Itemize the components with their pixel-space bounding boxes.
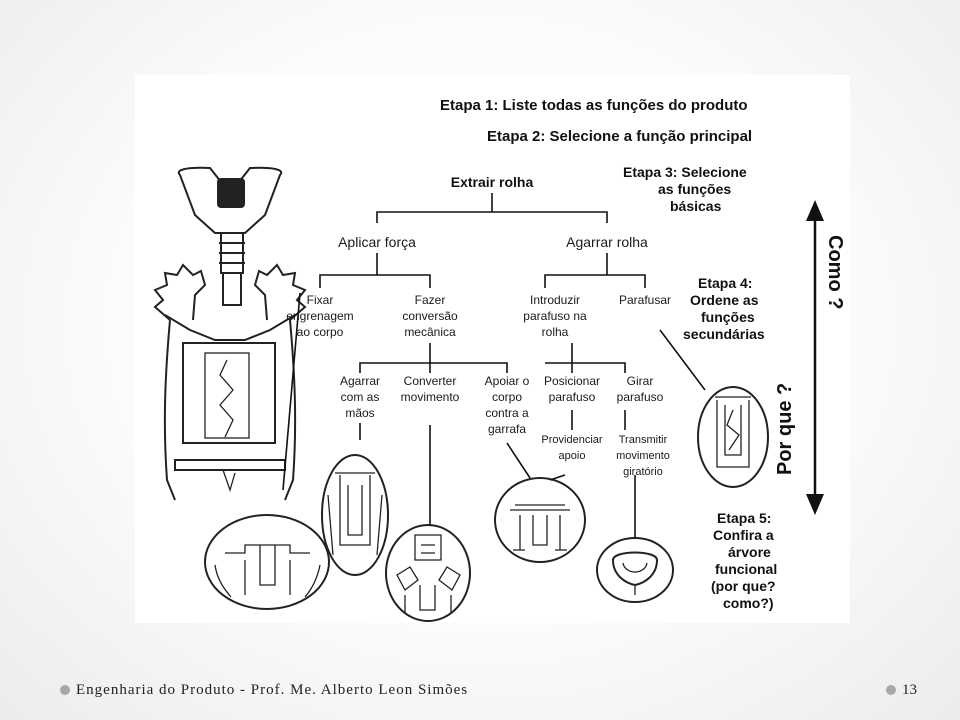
footer-text: Engenharia do Produto - Prof. Me. Albert… [76, 681, 469, 698]
node-girar-line: parafuso [617, 390, 664, 404]
node-agarrar-rolha: Agarrar rolha [566, 234, 648, 250]
arrow-down-head [806, 494, 824, 515]
how-why-arrow [806, 200, 824, 515]
page-number: 13 [886, 680, 917, 700]
functional-tree-diagram: Etapa 1: Liste todas as funções do produ… [153, 97, 846, 622]
node-apoiar-line: garrafa [488, 422, 526, 436]
node-agarrar-line: mãos [345, 406, 374, 420]
node-introduzir-line: Introduzir [530, 293, 580, 307]
page-number-text: 13 [902, 681, 917, 698]
corkscrew-illustration [153, 166, 307, 501]
label-por-que: Por que ? [774, 383, 796, 475]
node-posicionar-line: Posicionar [544, 374, 600, 388]
functional-tree-figure: Etapa 1: Liste todas as funções do produ… [135, 75, 850, 623]
node-transmitir-line: Transmitir [619, 434, 668, 446]
step3-heading: Etapa 3: Selecione as funções básicas [623, 164, 747, 214]
node-providenciar-line: apoio [559, 450, 586, 462]
arrow-up-head [806, 200, 824, 221]
detail-circle-hands [321, 454, 389, 576]
step5-heading: Etapa 5: Confira a árvore funcional (por… [711, 510, 777, 611]
step1-heading: Etapa 1: Liste todas as funções do produ… [440, 97, 748, 114]
node-posicionar: Posicionar parafuso [544, 374, 600, 404]
node-aplicar-forca: Aplicar força [338, 234, 416, 250]
node-fazer-line: mecânica [404, 325, 456, 339]
step5-line: como?) [723, 595, 774, 611]
step3-line: básicas [670, 198, 722, 214]
step5-line: árvore [728, 544, 771, 560]
step5-line: funcional [715, 561, 777, 577]
node-fazer-line: Fazer [415, 293, 446, 307]
node-transmitir: Transmitir movimento giratório [616, 434, 670, 478]
detail-circle-mechanism [385, 524, 471, 622]
step4-line: Etapa 4: [698, 275, 752, 291]
node-converter: Converter movimento [401, 374, 460, 404]
node-apoiar: Apoiar o corpo contra a garrafa [485, 374, 530, 436]
tree-connectors [282, 193, 706, 538]
step3-line: as funções [658, 181, 731, 197]
node-introduzir-line: parafuso na [523, 309, 587, 323]
step4-line: Ordene as [690, 292, 759, 308]
node-providenciar: Providenciar apoio [541, 434, 602, 462]
node-girar: Girar parafuso [617, 374, 664, 404]
detail-circle-bottle [494, 477, 586, 563]
node-fazer-line: conversão [402, 309, 458, 323]
footer: Engenharia do Produto - Prof. Me. Albert… [60, 680, 468, 700]
node-fixar: Fixar engrenagem ao corpo [286, 293, 353, 339]
step2-heading: Etapa 2: Selecione a função principal [487, 128, 752, 145]
node-posicionar-line: parafuso [549, 390, 596, 404]
node-converter-line: Converter [404, 374, 457, 388]
node-transmitir-line: giratório [623, 466, 663, 478]
node-agarrar-line: Agarrar [340, 374, 380, 388]
label-como: Como ? [824, 235, 846, 309]
node-apoiar-line: Apoiar o [485, 374, 530, 388]
node-converter-line: movimento [401, 390, 460, 404]
step5-line: Confira a [713, 527, 774, 543]
node-fazer: Fazer conversão mecânica [402, 293, 458, 339]
footer-bullet-icon [60, 685, 70, 695]
node-transmitir-line: movimento [616, 450, 670, 462]
node-providenciar-line: Providenciar [541, 434, 602, 446]
detail-circle-handle [596, 537, 674, 603]
page-bullet-icon [886, 685, 896, 695]
step4-line: secundárias [683, 326, 765, 342]
node-introduzir-line: rolha [542, 325, 569, 339]
node-fixar-line: ao corpo [297, 325, 344, 339]
step3-line: Etapa 3: Selecione [623, 164, 747, 180]
node-parafusar: Parafusar [619, 293, 671, 307]
step5-line: Etapa 5: [717, 510, 771, 526]
node-introduzir: Introduzir parafuso na rolha [523, 293, 587, 339]
node-apoiar-line: corpo [492, 390, 522, 404]
node-root: Extrair rolha [451, 174, 534, 190]
step4-line: funções [701, 309, 755, 325]
node-agarrar-line: com as [341, 390, 380, 404]
step4-heading: Etapa 4: Ordene as funções secundárias [683, 275, 765, 342]
detail-circle-gear [204, 514, 330, 610]
node-fixar-line: engrenagem [286, 309, 353, 323]
node-apoiar-line: contra a [485, 406, 529, 420]
step5-line: (por que? [711, 578, 776, 594]
node-girar-line: Girar [627, 374, 654, 388]
detail-circle-sub [697, 386, 769, 488]
node-fixar-line: Fixar [307, 293, 334, 307]
node-agarrar-maos: Agarrar com as mãos [340, 374, 380, 420]
